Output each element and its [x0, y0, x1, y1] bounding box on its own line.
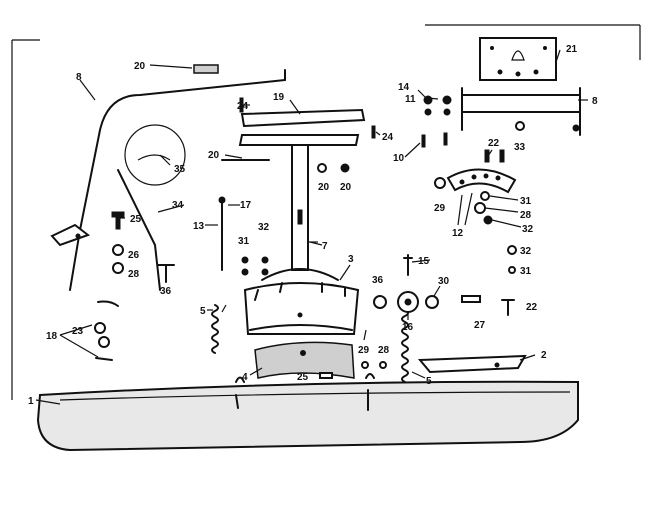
callout-25b: 25	[297, 372, 309, 383]
callout-19: 19	[273, 92, 285, 103]
callout-28b: 28	[378, 345, 390, 356]
callout-17: 17	[240, 200, 252, 211]
callout-35: 35	[174, 164, 186, 175]
callout-29: 29	[434, 203, 446, 214]
callout-22a: 22	[488, 138, 500, 149]
callout-23: 23	[72, 326, 84, 337]
part-springs	[211, 304, 409, 383]
callout-33: 33	[514, 142, 526, 153]
callout-34: 34	[172, 200, 184, 211]
callout-11: 11	[405, 94, 416, 105]
callout-24b: 24	[382, 132, 394, 143]
callout-24a: 24	[237, 101, 249, 112]
callout-27: 27	[474, 320, 486, 331]
part-skid-strip	[417, 354, 527, 374]
part-linkage-rod	[117, 169, 161, 291]
callout-15: 15	[418, 256, 430, 267]
callout-32b: 32	[522, 224, 534, 235]
part-upper-mount-plate	[243, 282, 360, 335]
callout-18a: 18	[46, 331, 58, 342]
part-frame-bracket	[461, 87, 581, 136]
callout-5a: 5	[200, 306, 206, 317]
callout-29b: 29	[358, 345, 370, 356]
callout-8b: 8	[592, 96, 598, 107]
callout-28a: 28	[128, 269, 140, 280]
callout-1: 1	[28, 396, 34, 407]
callout-10a: 10	[393, 153, 405, 164]
callout-31c: 31	[520, 266, 532, 277]
callout-20b: 20	[208, 150, 220, 161]
callout-20c: 20	[318, 182, 330, 193]
part-mounting-plate	[479, 37, 557, 81]
callout-13: 13	[193, 221, 205, 232]
callout-8a: 8	[76, 72, 82, 83]
callout-22b: 22	[526, 302, 538, 313]
callout-14: 14	[398, 82, 410, 93]
part-lower-mount-plate	[254, 341, 355, 379]
part-angle-segment	[446, 168, 517, 194]
callout-16: 16	[402, 322, 414, 333]
callout-5b: 5	[426, 376, 432, 387]
callout-36: 36	[160, 286, 172, 297]
hardware-small-parts	[94, 64, 525, 379]
callout-3: 3	[348, 254, 354, 265]
frame-lines	[11, 24, 641, 400]
callout-21: 21	[566, 44, 578, 55]
callout-4: 4	[242, 372, 248, 383]
callout-20d: 20	[340, 182, 352, 193]
callout-32a: 32	[258, 222, 270, 233]
callout-31b: 31	[520, 196, 532, 207]
callout-32c: 32	[520, 246, 532, 257]
part-blade	[36, 373, 579, 452]
callout-labels: 1 2 3 4 5 5 7 8 8 10 18 11 12 13 14 15 1…	[28, 44, 598, 407]
part-center-post	[238, 134, 360, 281]
part-cable-loop	[124, 124, 186, 186]
callout-26: 26	[128, 250, 140, 261]
callout-20a: 20	[134, 61, 146, 72]
callout-39: 36	[372, 275, 384, 286]
callout-31a: 31	[238, 236, 250, 247]
part-crossbar	[240, 108, 366, 128]
leader-lines	[35, 49, 588, 405]
callout-12: 12	[452, 228, 464, 239]
callout-7: 7	[322, 241, 328, 252]
callout-30: 30	[438, 276, 450, 287]
part-handle-bar	[50, 69, 286, 291]
callout-25a: 25	[130, 214, 142, 225]
callout-2: 2	[541, 350, 547, 361]
callout-28c: 28	[520, 210, 532, 221]
